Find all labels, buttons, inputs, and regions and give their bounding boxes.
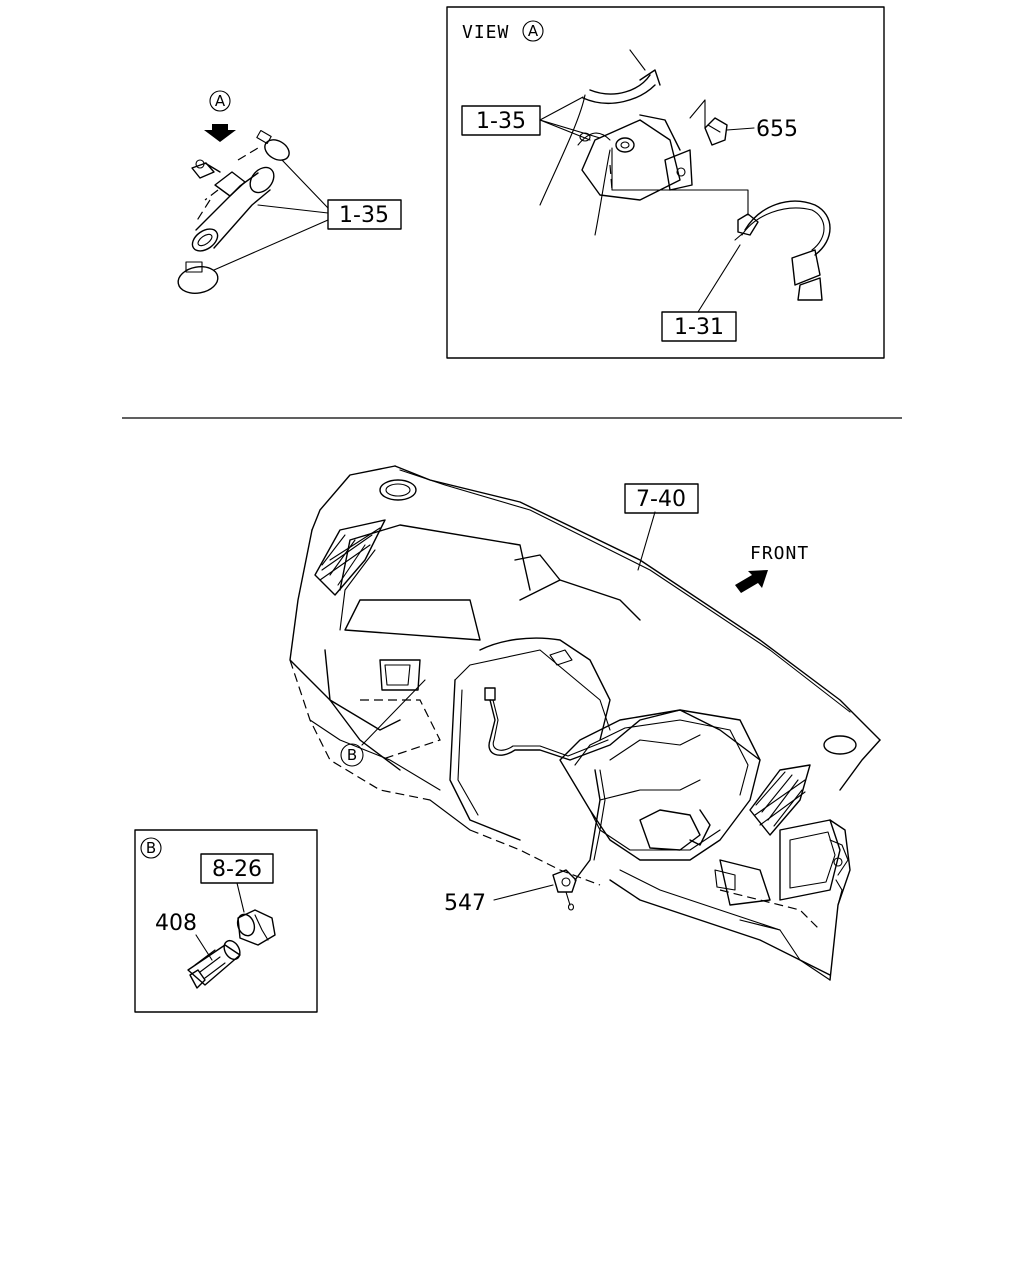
inset-b-frame bbox=[134, 829, 318, 1013]
inset-b-marker-label: B bbox=[146, 839, 156, 857]
inset-b-marker-circle bbox=[140, 837, 162, 859]
ref-box-1-31 bbox=[661, 311, 737, 342]
inset-b-detail: B 8-26 408 bbox=[134, 829, 318, 1013]
ref-box-7-40 bbox=[624, 483, 699, 514]
view-a-title: VIEW bbox=[462, 22, 509, 43]
marker-a-label: A bbox=[215, 92, 226, 110]
part-655-label: 655 bbox=[756, 117, 798, 142]
part-408-label: 408 bbox=[155, 911, 197, 936]
ref-8-26-label: 8-26 bbox=[212, 857, 262, 882]
dashboard-assembly: 7-40 FRONT B 547 bbox=[289, 465, 881, 981]
ref-box-1-35-left bbox=[327, 199, 402, 230]
marker-b-circle bbox=[340, 743, 364, 767]
view-a-detail: VIEW A 655 1-35 bbox=[446, 6, 885, 359]
marker-b-label: B bbox=[347, 746, 357, 764]
ref-1-35-view-label: 1-35 bbox=[476, 109, 526, 134]
front-arrow-icon bbox=[735, 570, 768, 593]
front-label: FRONT bbox=[750, 543, 809, 564]
ref-1-31-label: 1-31 bbox=[674, 315, 724, 340]
arrow-down-icon bbox=[204, 124, 236, 142]
part-547-label: 547 bbox=[444, 891, 486, 916]
view-a-frame bbox=[446, 6, 885, 359]
view-a-marker-label: A bbox=[528, 22, 539, 40]
view-a-marker-circle bbox=[522, 20, 544, 42]
ref-1-35-left-label: 1-35 bbox=[339, 203, 389, 228]
ref-7-40-label: 7-40 bbox=[636, 487, 686, 512]
ref-box-1-35-view bbox=[461, 105, 541, 136]
hose-assembly: A 1-35 bbox=[177, 90, 402, 294]
marker-a-circle bbox=[209, 90, 231, 112]
